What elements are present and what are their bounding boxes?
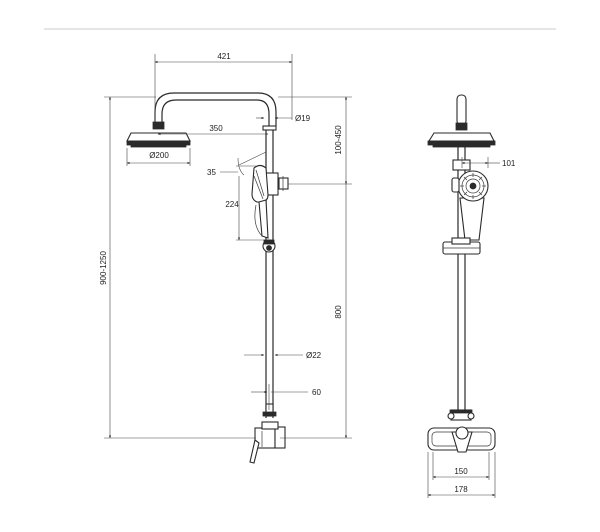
dim-label-224: 224	[225, 200, 239, 209]
slider-holder	[262, 239, 276, 253]
dim-label-350: 350	[209, 124, 223, 133]
mixer-shelf-front	[427, 409, 496, 453]
dim-label-35: 35	[207, 168, 216, 177]
head-shower-side	[126, 121, 191, 148]
dim-arm-center: 350	[157, 124, 269, 136]
dim-inlet-offset: 60	[251, 384, 321, 410]
dim-holder-height: 224	[225, 165, 264, 241]
dim-label-100-450: 100-450	[334, 125, 343, 155]
dim-total-height: 900-1250	[99, 96, 256, 439]
connector-front	[452, 159, 471, 171]
shower-arm	[154, 92, 277, 131]
dim-label-800: 800	[334, 305, 343, 319]
dim-shelf-width: 178	[427, 452, 496, 498]
dim-valve-width: 150	[432, 452, 490, 480]
head-shower-front	[427, 132, 496, 148]
dim-label-101: 101	[502, 159, 516, 168]
dim-label-60: 60	[312, 388, 321, 397]
arm-stub-front	[455, 94, 468, 131]
dim-label-150: 150	[454, 467, 468, 476]
dim-handshower-projection: 101	[461, 157, 516, 168]
slider-holder-front	[442, 237, 481, 255]
hand-shower-side	[251, 164, 269, 239]
dim-label-421: 421	[217, 52, 231, 61]
dim-rail-height: 800	[280, 184, 352, 439]
dim-head-diameter: Ø200	[126, 148, 191, 166]
dim-label-d19: Ø19	[295, 114, 311, 123]
side-view: 421 350 Ø19 Ø200 100-450	[99, 52, 352, 464]
riser-pipe	[265, 126, 274, 418]
dim-label-d200: Ø200	[149, 151, 169, 160]
dim-height-adjust: 100-450	[278, 96, 352, 185]
dim-arm-length: 421	[154, 52, 293, 122]
hand-shower-front	[451, 170, 489, 241]
dim-label-178: 178	[454, 485, 468, 494]
dim-label-d22: Ø22	[306, 351, 322, 360]
dim-arm-diameter: Ø19	[256, 114, 311, 123]
dim-pipe-diameter: Ø22	[244, 351, 322, 360]
mixer-valve-side	[249, 403, 286, 464]
front-view: 101 150 178	[427, 94, 516, 498]
dim-handshower-angle: 35	[207, 151, 267, 177]
dim-label-900-1250: 900-1250	[99, 251, 108, 285]
